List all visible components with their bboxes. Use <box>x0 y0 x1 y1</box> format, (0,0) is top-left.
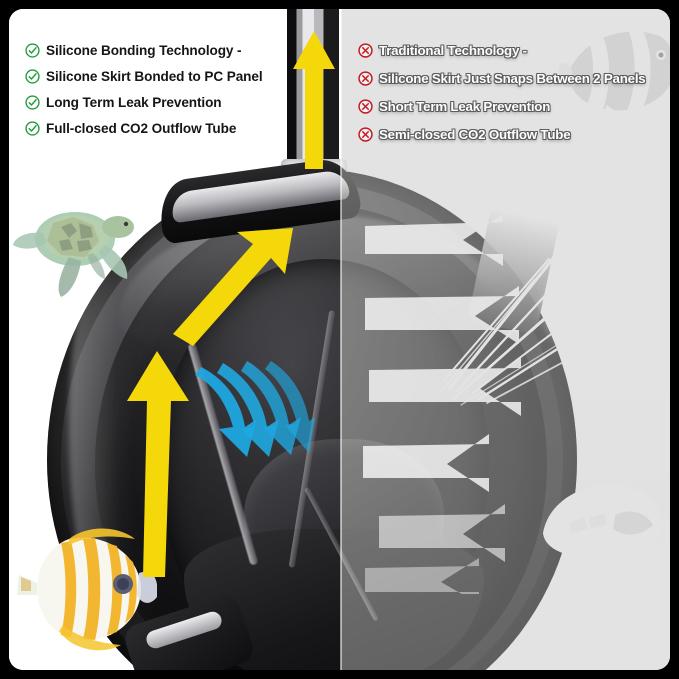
check-circle-icon <box>25 95 40 110</box>
list-item: Traditional Technology - <box>358 43 670 58</box>
sea-turtle <box>13 212 134 297</box>
cross-circle-icon <box>358 43 373 58</box>
right-item-label: Semi-closed CO2 Outflow Tube <box>379 127 571 142</box>
list-item: Silicone Skirt Just Snaps Between 2 Pane… <box>358 71 670 86</box>
right-item-label: Traditional Technology - <box>379 43 527 58</box>
check-circle-icon <box>25 121 40 136</box>
list-item: Short Term Leak Prevention <box>358 99 670 114</box>
check-circle-icon <box>25 43 40 58</box>
left-item-label: Full-closed CO2 Outflow Tube <box>46 121 237 136</box>
list-item: Long Term Leak Prevention <box>25 95 325 110</box>
infographic-canvas: Silicone Bonding Technology - Silicone S… <box>9 9 670 670</box>
list-item: Silicone Skirt Bonded to PC Panel <box>25 69 325 84</box>
jellyfish <box>543 484 662 630</box>
list-item: Full-closed CO2 Outflow Tube <box>25 121 325 136</box>
cross-circle-icon <box>358 71 373 86</box>
list-item: Silicone Bonding Technology - <box>25 43 325 58</box>
co2-outflow-arrow-tube <box>293 31 335 169</box>
co2-outflow-arrow-upper <box>173 228 293 346</box>
butterfly-fish <box>17 528 157 651</box>
cross-circle-icon <box>358 99 373 114</box>
co2-outflow-arrow-lower <box>127 351 189 577</box>
right-drawback-list: Traditional Technology - Silicone Skirt … <box>358 43 670 155</box>
fog-cloud <box>529 254 670 379</box>
cross-circle-icon <box>358 127 373 142</box>
left-item-label: Silicone Skirt Bonded to PC Panel <box>46 69 263 84</box>
fresh-air-inflow-arrows <box>195 361 315 457</box>
check-circle-icon <box>25 69 40 84</box>
left-feature-list: Silicone Bonding Technology - Silicone S… <box>25 43 325 147</box>
right-item-label: Short Term Leak Prevention <box>379 99 551 114</box>
list-item: Semi-closed CO2 Outflow Tube <box>358 127 670 142</box>
right-item-label: Silicone Skirt Just Snaps Between 2 Pane… <box>379 71 646 86</box>
left-item-label: Silicone Bonding Technology - <box>46 43 242 58</box>
left-item-label: Long Term Leak Prevention <box>46 95 222 110</box>
panel-divider <box>340 9 342 670</box>
